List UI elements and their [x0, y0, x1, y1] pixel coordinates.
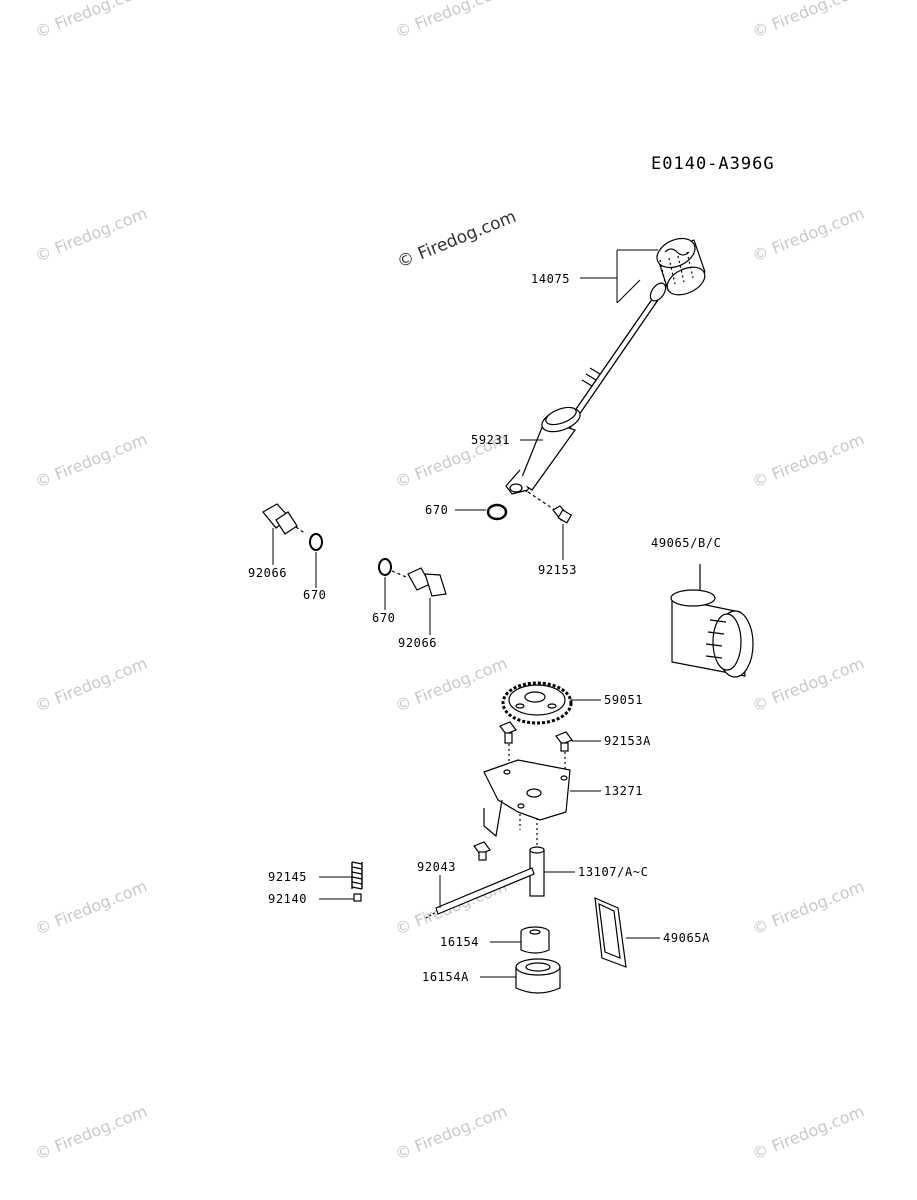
o-ring-left — [309, 533, 323, 551]
label-59231: 59231 — [471, 433, 510, 447]
watermark-4: © Firedog.com — [32, 204, 149, 266]
label-49065-B-C: 49065/B/C — [651, 536, 721, 550]
o-ring-tube — [486, 503, 508, 521]
watermark-15: © Firedog.com — [32, 1102, 149, 1164]
watermark-11: © Firedog.com — [749, 654, 866, 716]
watermark-9: © Firedog.com — [32, 654, 149, 716]
relief-spring — [351, 861, 363, 890]
drain-plug-right — [391, 567, 447, 597]
watermark-17: © Firedog.com — [749, 1102, 866, 1164]
relief-ball — [353, 893, 362, 902]
label-92066-left: 92066 — [248, 566, 287, 580]
label-92153: 92153 — [538, 563, 577, 577]
label-92043: 92043 — [417, 860, 456, 874]
label-59051: 59051 — [604, 693, 643, 707]
watermark-2: © Firedog.com — [392, 0, 509, 42]
dipstick-o-ring — [649, 282, 667, 302]
outer-rotor — [515, 958, 561, 994]
o-ring-right — [378, 558, 392, 576]
label-670-left: 670 — [303, 588, 326, 602]
diagram-code: E0140-A396G — [651, 154, 775, 174]
oil-filler-tube — [505, 406, 581, 495]
watermark-16: © Firedog.com — [392, 1102, 509, 1164]
oil-filter — [670, 564, 754, 678]
bolt-92153 — [527, 491, 573, 524]
watermark-main: © Firedog.com — [394, 207, 519, 273]
part-labels: 14075 59231 670 92153 92066 670 670 9206… — [248, 272, 721, 984]
watermark-8: © Firedog.com — [749, 430, 866, 492]
label-92140: 92140 — [268, 892, 307, 906]
pump-shaft — [529, 818, 545, 897]
label-16154A: 16154A — [422, 970, 469, 984]
gasket-49065A — [594, 897, 627, 968]
label-670-right: 670 — [372, 611, 395, 625]
label-92066-right: 92066 — [398, 636, 437, 650]
dipstick-level-mark — [581, 367, 601, 387]
oil-pump-plate — [483, 759, 571, 838]
watermark-1: © Firedog.com — [32, 0, 149, 42]
watermark-14: © Firedog.com — [749, 877, 866, 939]
label-16154: 16154 — [440, 935, 479, 949]
label-92153A: 92153A — [604, 734, 651, 748]
oil-pump-gear — [501, 681, 573, 725]
dipstick-assembly — [519, 237, 706, 493]
label-14075: 14075 — [531, 272, 570, 286]
watermark-5: © Firedog.com — [749, 204, 866, 266]
watermarks: © Firedog.com © Firedog.com © Firedog.co… — [32, 0, 866, 1164]
watermark-3: © Firedog.com — [749, 0, 866, 42]
watermark-12: © Firedog.com — [32, 877, 149, 939]
label-49065A: 49065A — [663, 931, 710, 945]
leader-lines — [272, 249, 660, 978]
pin-92043 — [425, 867, 535, 919]
drain-plug-left — [262, 503, 307, 535]
label-13271: 13271 — [604, 784, 643, 798]
watermark-6: © Firedog.com — [32, 430, 149, 492]
dipstick-cap — [656, 237, 706, 296]
label-92145: 92145 — [268, 870, 307, 884]
inner-rotor — [520, 926, 550, 954]
label-13107: 13107/A~C — [578, 865, 648, 879]
watermark-10: © Firedog.com — [392, 654, 509, 716]
label-670-tube: 670 — [425, 503, 448, 517]
